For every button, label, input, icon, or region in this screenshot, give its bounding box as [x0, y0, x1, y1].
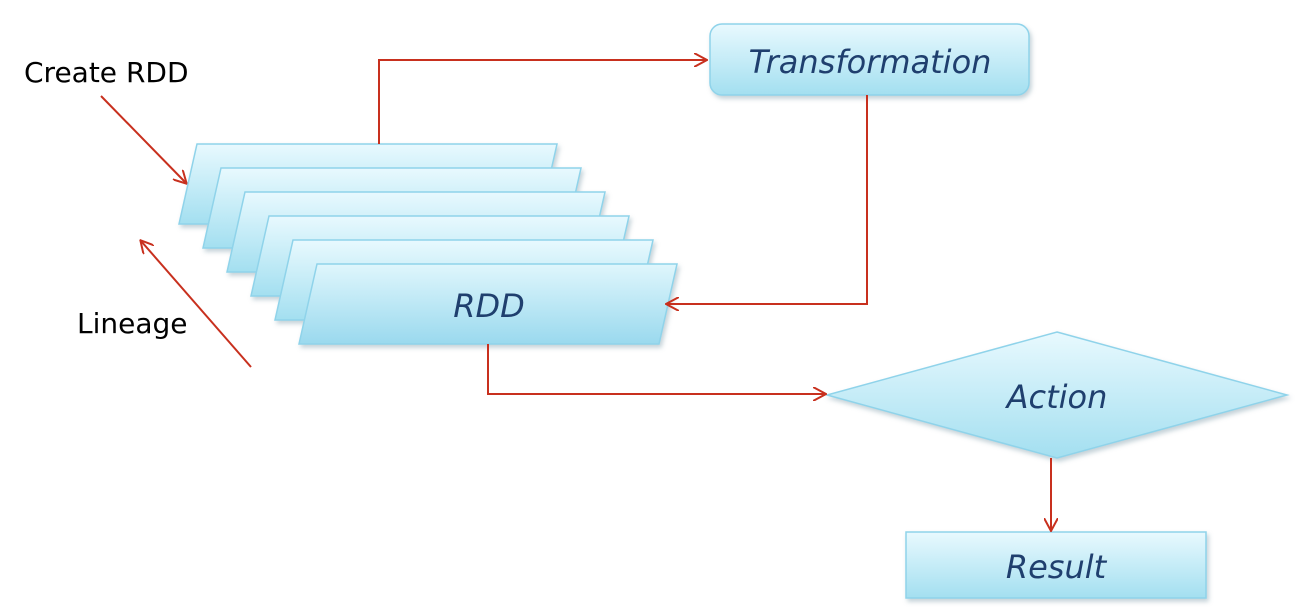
rdd-node-label: RDD	[453, 287, 525, 325]
lineage-label: Lineage	[77, 307, 188, 340]
action-node-shape	[824, 331, 1290, 459]
rdd-node-shape	[298, 263, 678, 345]
transformation-node-label: Transformation	[749, 43, 992, 81]
create-rdd-arrow	[100, 95, 186, 183]
rdd-stack	[178, 143, 678, 345]
result-node-label: Result	[1006, 548, 1108, 586]
action-node-label: Action	[1005, 378, 1108, 416]
edge-transformation-to-rdd	[667, 95, 868, 304]
edge-rdd-to-action	[487, 344, 825, 394]
lineage-arrow	[141, 241, 252, 368]
create-rdd-label: Create RDD	[24, 56, 189, 89]
transformation-node-shape	[709, 23, 1030, 96]
result-node-shape	[905, 531, 1207, 599]
edge-rdd-to-transformation	[378, 60, 706, 144]
